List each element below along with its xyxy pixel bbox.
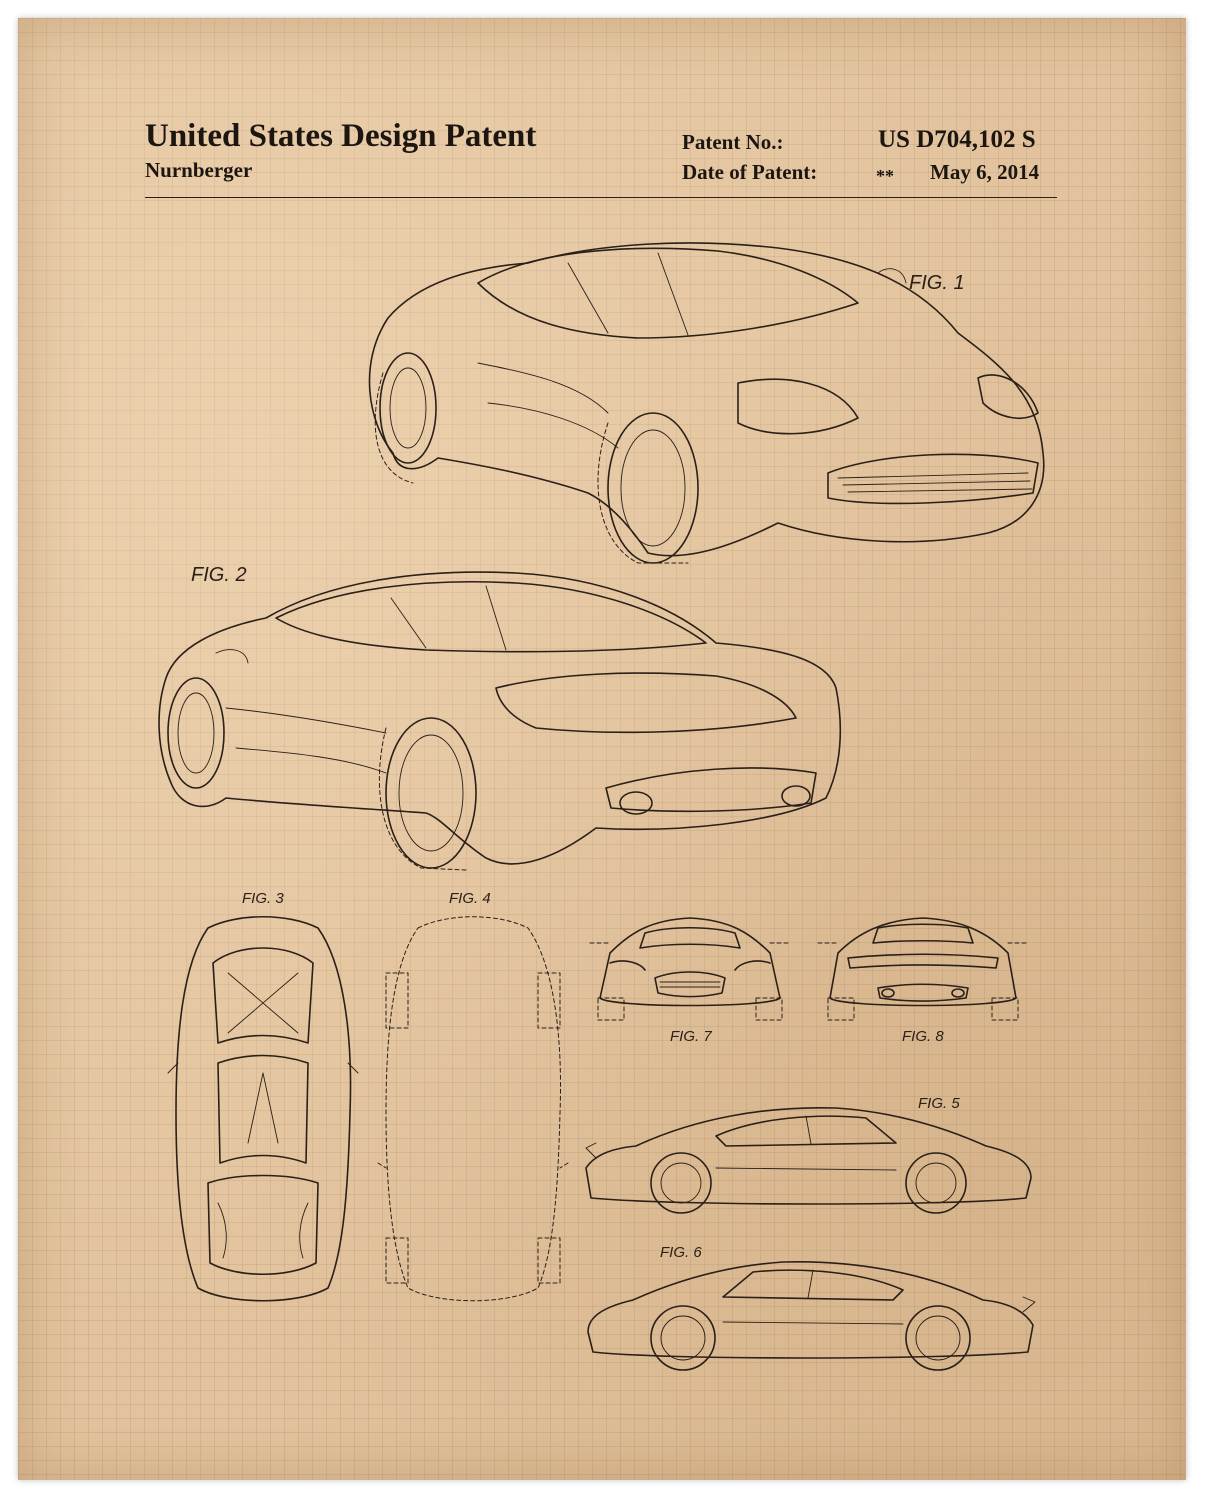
- fig5-label: FIG. 5: [918, 1095, 960, 1112]
- patent-number-label: Patent No.:: [682, 130, 784, 154]
- fig7-drawing: [589, 917, 791, 1021]
- fig3-label: FIG. 3: [242, 890, 284, 907]
- fig1-drawing: [368, 242, 1045, 564]
- fig6-label: FIG. 6: [660, 1244, 702, 1261]
- header-rule: [145, 197, 1057, 198]
- fig6-drawing: [587, 1260, 1036, 1371]
- patent-number-value: US D704,102 S: [878, 126, 1036, 153]
- fig1-label: FIG. 1: [909, 272, 965, 294]
- fig4-label: FIG. 4: [449, 890, 491, 907]
- fig2-drawing: [158, 571, 842, 871]
- fig5-drawing: [585, 1106, 1032, 1214]
- patent-sheet: United States Design Patent Nurnberger P…: [18, 18, 1186, 1480]
- patent-title: United States Design Patent: [145, 118, 537, 154]
- patent-date-label: Date of Patent:: [682, 160, 818, 184]
- fig8-label: FIG. 8: [902, 1028, 944, 1045]
- patent-date-value: May 6, 2014: [930, 160, 1040, 184]
- fig4-drawing: [377, 916, 569, 1302]
- fig3-drawing: [167, 916, 359, 1302]
- fig7-label: FIG. 7: [670, 1028, 712, 1045]
- fig2-label: FIG. 2: [191, 564, 247, 586]
- patent-date-stars: **: [876, 166, 894, 186]
- inventor-name: Nurnberger: [145, 158, 253, 182]
- fig8-drawing: [817, 917, 1029, 1021]
